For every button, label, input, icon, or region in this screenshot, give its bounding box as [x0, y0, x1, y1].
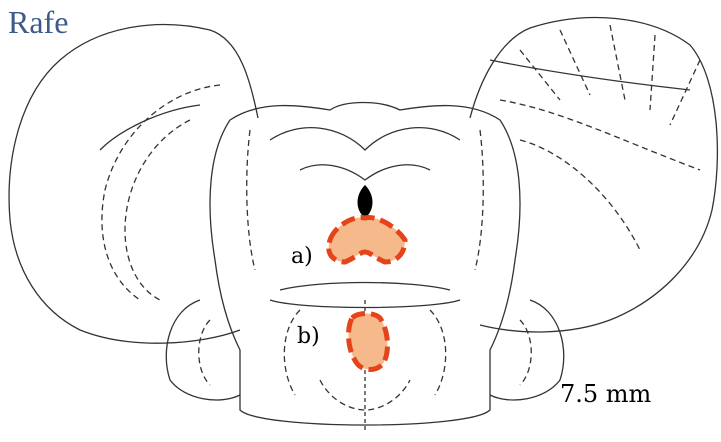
label-b: b) [297, 324, 320, 349]
fourth-ventricle [358, 185, 373, 218]
raphe-region-a [329, 217, 405, 262]
right-hemisphere-outline [470, 18, 717, 332]
label-a: a) [291, 244, 313, 269]
figure-title: Rafe [8, 4, 68, 41]
raphe-region-b [349, 314, 388, 370]
scale-label: 7.5 mm [560, 380, 651, 408]
